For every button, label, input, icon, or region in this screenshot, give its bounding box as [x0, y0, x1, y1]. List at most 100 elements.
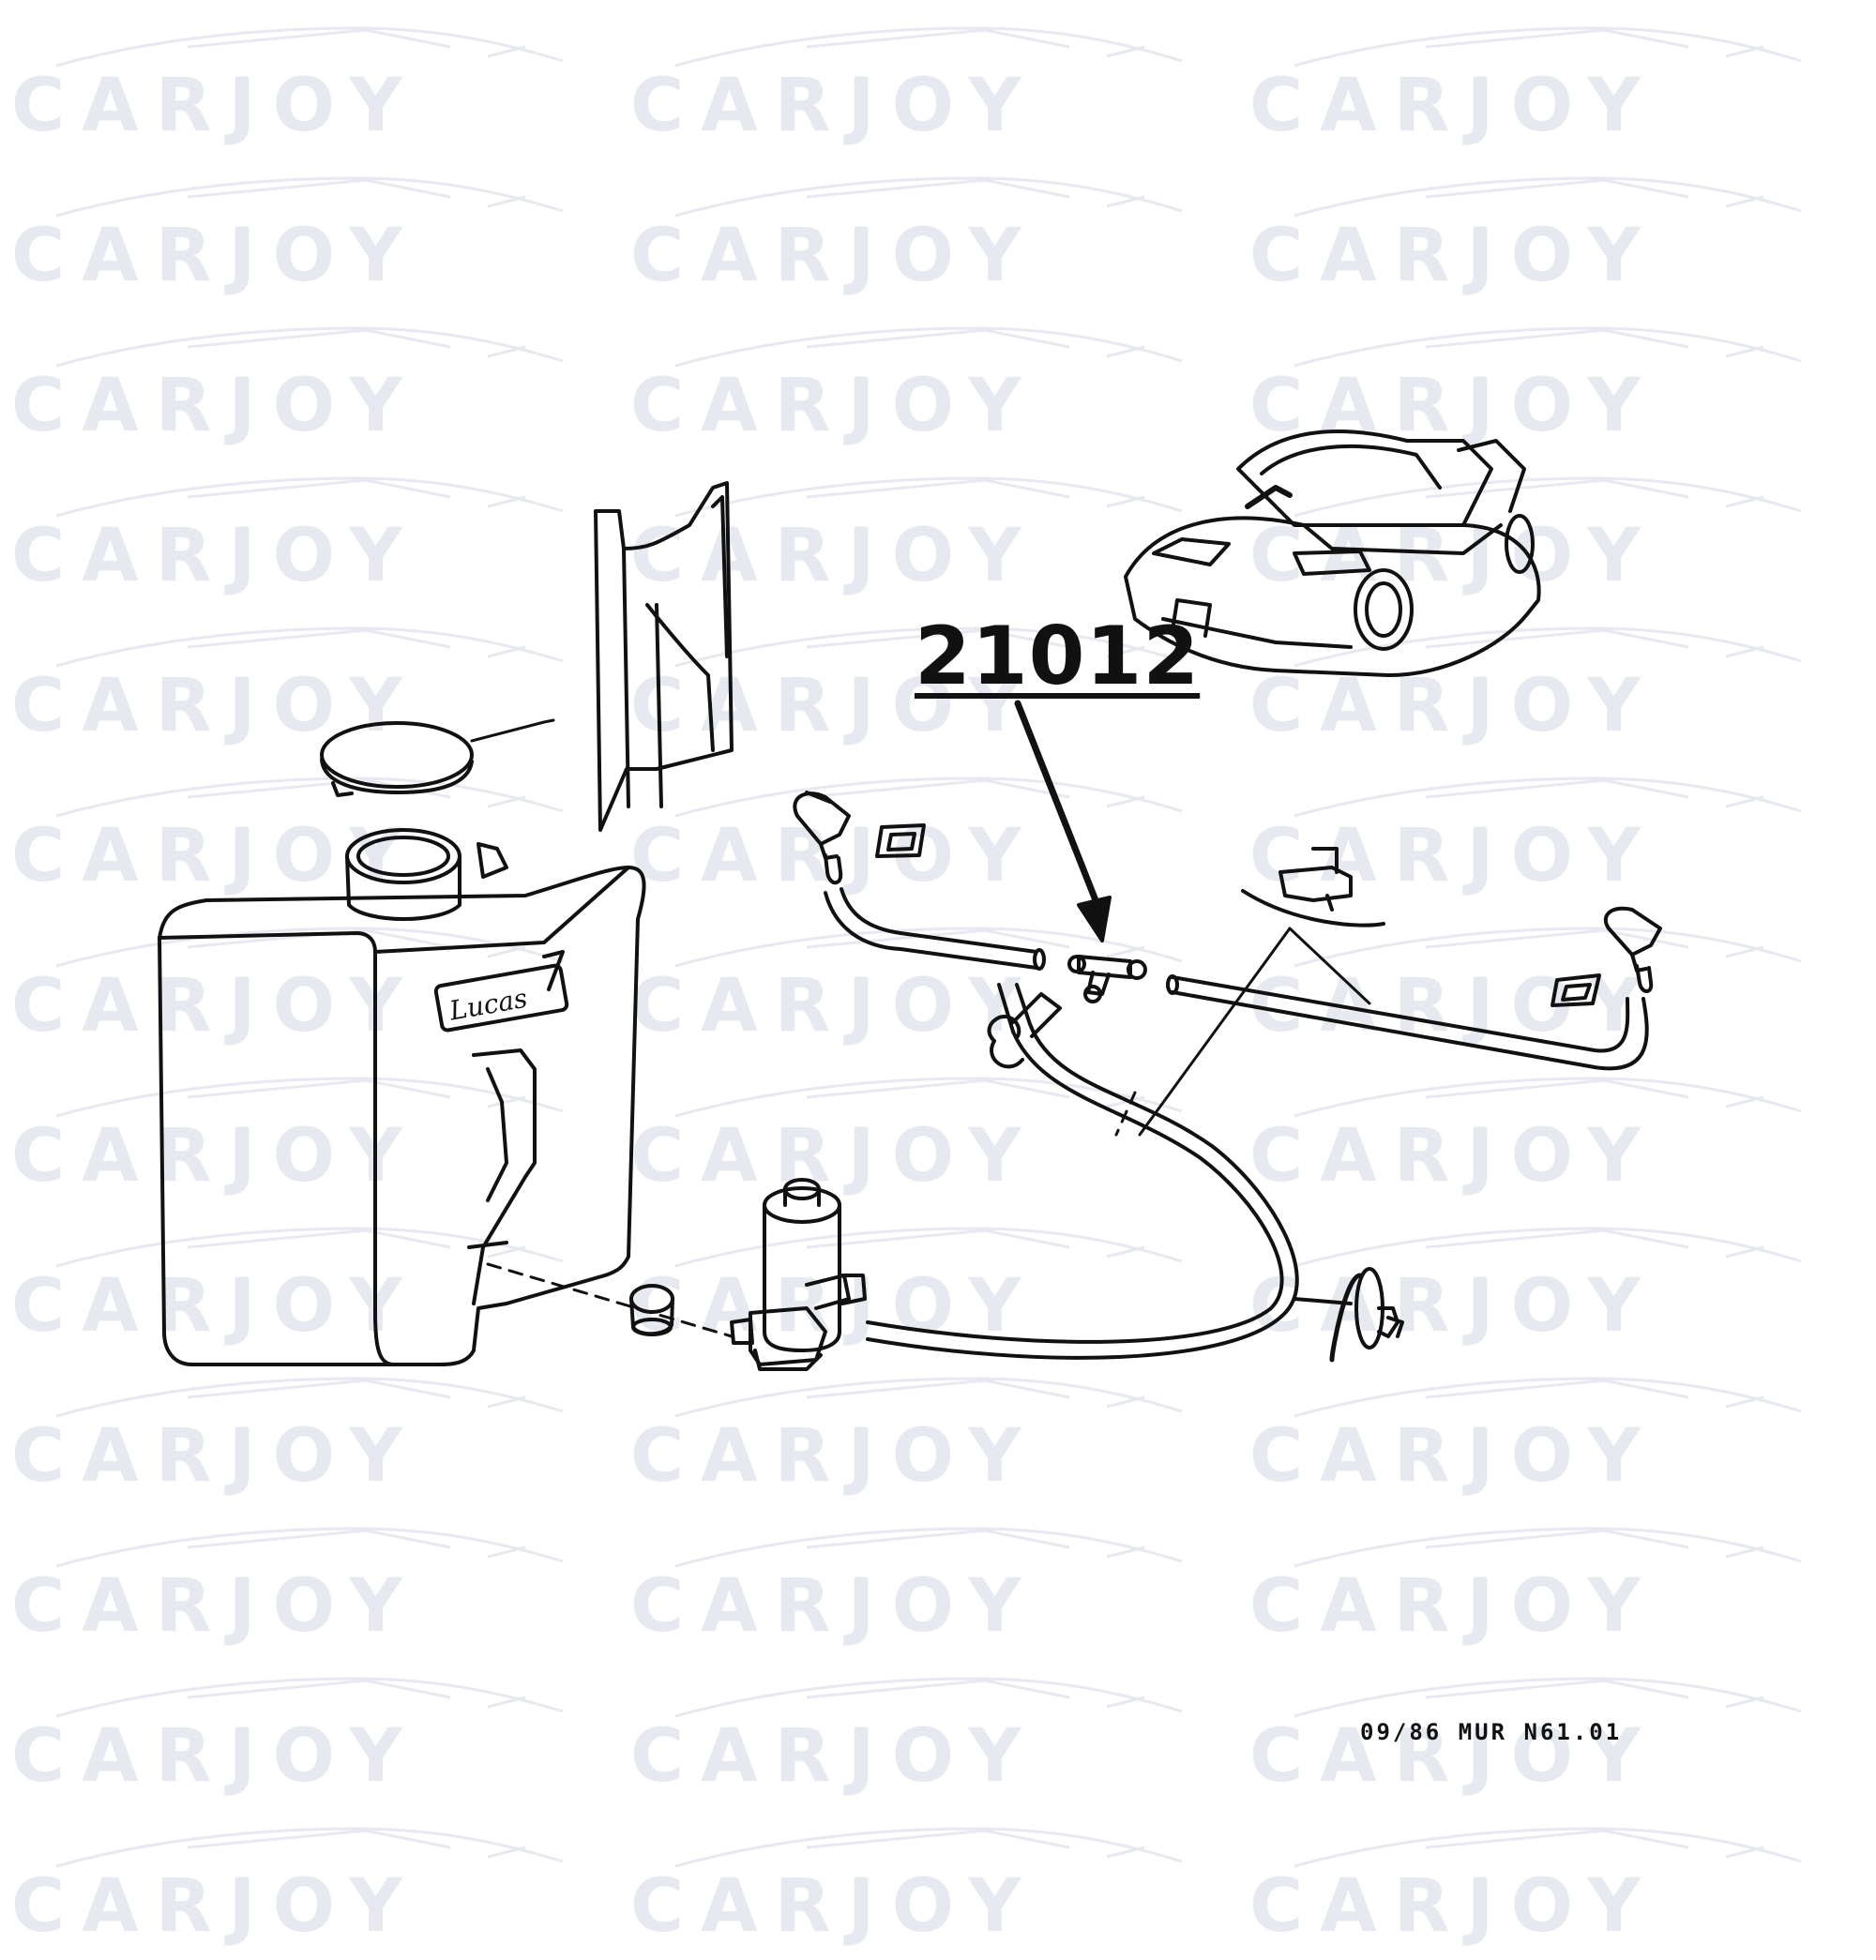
watermark-car-outline [674, 1827, 1183, 1868]
watermark-car-outline [674, 326, 1183, 368]
tank-brand-label: Lucas [446, 983, 530, 1027]
watermark-car-outline [55, 26, 564, 68]
watermark-text: CARJOY [1249, 1864, 1657, 1949]
watermark-text: CARJOY [1249, 1114, 1657, 1199]
watermark-text: CARJOY [630, 1114, 1038, 1199]
watermark-logo: CARJOY [0, 1660, 600, 1810]
watermark-car-outline [1294, 476, 1802, 518]
watermark-car-outline [55, 326, 564, 368]
watermark-car-outline [674, 176, 1183, 218]
right-hose [1166, 974, 1649, 1071]
watermark-car-outline [674, 1377, 1183, 1418]
watermark-text: CARJOY [11, 1864, 419, 1949]
watermark-logo: CARJOY [619, 1060, 1219, 1210]
watermark-text: CARJOY [1249, 64, 1657, 148]
watermark-text: CARJOY [630, 1864, 1038, 1949]
watermark-car-outline [1294, 26, 1802, 68]
exploded-view-drawing: Lucas [158, 430, 1662, 1371]
watermark-logo: CARJOY [619, 309, 1219, 460]
watermark-logo: CARJOY [1238, 1510, 1838, 1660]
watermark-text: CARJOY [11, 214, 419, 298]
watermark-logo: CARJOY [0, 460, 600, 610]
watermark-row: CARJOY CARJOY CARJOY [0, 9, 1876, 159]
watermark-car-outline [1294, 1377, 1802, 1418]
watermark-logo: CARJOY [1238, 1210, 1838, 1360]
watermark-car-outline [1294, 1077, 1802, 1118]
watermark-text: CARJOY [11, 1564, 419, 1649]
pump-mount-grommet [1293, 1267, 1404, 1363]
watermark-row: CARJOY CARJOY CARJOY [0, 1510, 1876, 1660]
watermark-logo: CARJOY [619, 159, 1219, 309]
watermark-text: CARJOY [630, 1564, 1038, 1649]
watermark-text: CARJOY [630, 1714, 1038, 1799]
watermark-car-outline [1294, 626, 1802, 668]
watermark-text: CARJOY [630, 664, 1038, 748]
watermark-logo: CARJOY [0, 309, 600, 460]
tee-connector [1067, 955, 1147, 1003]
tank-cap [320, 718, 555, 797]
watermark-car-outline [55, 1377, 564, 1418]
right-washer-nozzle [1603, 906, 1662, 993]
watermark-row: CARJOY CARJOY CARJOY [0, 1360, 1876, 1510]
left-nozzle-seal [875, 823, 926, 858]
watermark-car-outline [55, 927, 564, 968]
watermark-car-outline [674, 476, 1183, 518]
watermark-logo: CARJOY [1238, 159, 1838, 309]
car-illustration [1124, 430, 1541, 677]
watermark-car-outline [674, 1527, 1183, 1568]
watermark-text: CARJOY [11, 964, 419, 1048]
watermark-car-outline [1294, 927, 1802, 968]
main-supply-hose [866, 983, 1299, 1360]
watermark-car-outline [55, 176, 564, 218]
watermark-text: CARJOY [11, 514, 419, 598]
watermark-logo: CARJOY [0, 159, 600, 309]
watermark-text: CARJOY [11, 364, 419, 448]
watermark-text: CARJOY [630, 964, 1038, 1048]
watermark-logo: CARJOY [619, 460, 1219, 610]
watermark-logo: CARJOY [619, 1360, 1219, 1510]
watermark-car-outline [674, 776, 1183, 818]
watermark-logo: CARJOY [0, 1060, 600, 1210]
watermark-logo: CARJOY [619, 1510, 1219, 1660]
watermark-logo: CARJOY [0, 760, 600, 910]
watermark-car-outline [55, 1677, 564, 1718]
watermark-logo: CARJOY [0, 1210, 600, 1360]
watermark-logo: CARJOY [0, 9, 600, 159]
watermark-text: CARJOY [11, 1414, 419, 1499]
watermark-car-outline [1294, 1527, 1802, 1568]
watermark-car-outline [1294, 1827, 1802, 1868]
left-hose [824, 887, 1046, 971]
right-nozzle-seal [1551, 973, 1601, 1007]
watermark-logo: CARJOY [1238, 460, 1838, 610]
watermark-logo: CARJOY [619, 910, 1219, 1060]
watermark-row: CARJOY CARJOY CARJOY [0, 1060, 1876, 1210]
watermark-logo: CARJOY [1238, 610, 1838, 760]
watermark-text: CARJOY [1249, 1414, 1657, 1499]
watermark-car-outline [674, 1227, 1183, 1268]
watermark-car-outline [674, 1677, 1183, 1718]
watermark-car-outline [55, 1827, 564, 1868]
watermark-text: CARJOY [11, 1114, 419, 1199]
hood-clip [1114, 847, 1385, 1137]
watermark-text: CARJOY [1249, 814, 1657, 898]
watermark-logo: CARJOY [1238, 1060, 1838, 1210]
watermark-car-outline [1294, 1227, 1802, 1268]
watermark-logo: CARJOY [1238, 760, 1838, 910]
watermark-car-outline [55, 1527, 564, 1568]
watermark-text: CARJOY [1249, 664, 1657, 748]
grommet [629, 1284, 674, 1336]
watermark-logo: CARJOY [0, 1360, 600, 1510]
watermark-text: CARJOY [630, 64, 1038, 148]
watermark-text: CARJOY [630, 514, 1038, 598]
watermark-text: CARJOY [11, 64, 419, 148]
watermark-car-outline [55, 626, 564, 668]
watermark-car-outline [1294, 1677, 1802, 1718]
watermark-car-outline [674, 26, 1183, 68]
watermark-car-outline [674, 626, 1183, 668]
watermark-car-outline [1294, 326, 1802, 368]
